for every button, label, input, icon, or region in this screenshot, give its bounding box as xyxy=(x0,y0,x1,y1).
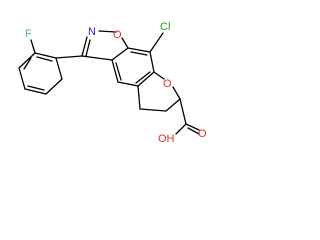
bond xyxy=(18,52,36,69)
bond xyxy=(30,39,36,54)
bond xyxy=(172,86,181,100)
bond xyxy=(24,88,47,95)
chlorine-label: Cl xyxy=(160,21,170,33)
fluorine-label: F xyxy=(25,28,32,40)
bond xyxy=(179,98,187,125)
bond-lines xyxy=(18,30,200,135)
hydroxyl-label: OH xyxy=(158,133,175,145)
atom-labels: F N O Cl O OH O xyxy=(25,21,207,145)
furan-oxygen-label: O xyxy=(163,78,172,90)
bond xyxy=(187,127,200,135)
bond xyxy=(121,37,129,49)
bond xyxy=(55,57,63,80)
bond xyxy=(137,85,141,110)
bond xyxy=(139,108,167,112)
bond xyxy=(153,71,165,80)
bond xyxy=(175,123,187,135)
bond xyxy=(98,30,117,33)
bond xyxy=(81,36,88,57)
bond xyxy=(111,59,119,83)
bond xyxy=(18,67,26,90)
bond-double-inner xyxy=(23,57,32,70)
bond xyxy=(34,52,57,59)
bond-double-inner xyxy=(130,51,148,56)
bond-double-inner xyxy=(36,56,53,62)
bond xyxy=(137,71,155,87)
bond xyxy=(117,81,139,87)
bond-double-inner xyxy=(115,62,122,81)
bond xyxy=(111,47,129,61)
carbonyl-oxygen-label: O xyxy=(198,128,207,140)
bond xyxy=(45,78,63,95)
bond xyxy=(165,98,181,112)
bond xyxy=(149,51,155,73)
bond xyxy=(127,47,151,53)
bond xyxy=(81,55,113,61)
bond xyxy=(55,55,83,59)
molecule-structure: F N O Cl O OH O xyxy=(18,21,207,145)
nitrogen-label: N xyxy=(88,26,96,38)
bond xyxy=(149,32,164,53)
isoxazole-oxygen-label: O xyxy=(113,29,122,41)
bond-double-inner xyxy=(135,71,151,84)
bond-double-inner xyxy=(85,39,91,57)
bond-double-inner xyxy=(27,85,45,91)
bond xyxy=(185,123,200,131)
